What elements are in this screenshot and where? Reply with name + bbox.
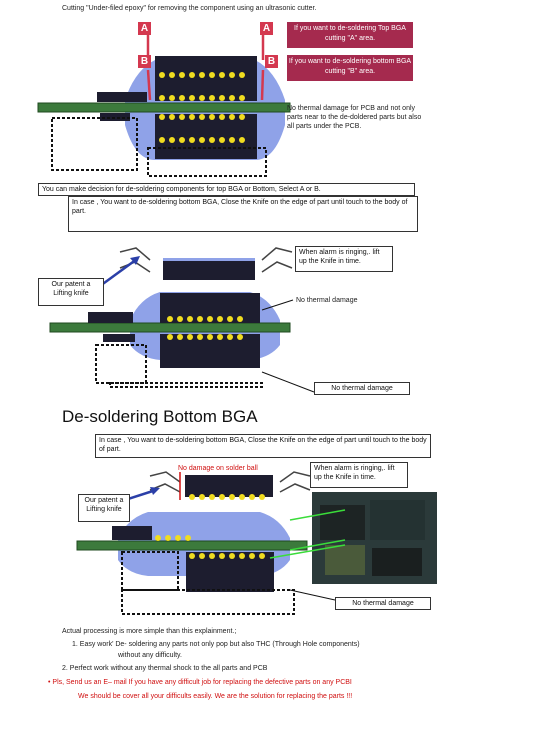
alarm-box-1: When alarm is ringing,. lift up the Knif…	[295, 246, 393, 272]
board-diagram-3	[76, 471, 437, 615]
footer-line-5: • Pls, Send us an E– mail If you have an…	[48, 679, 352, 686]
tag-b-right: B	[265, 55, 278, 68]
alarm-box-2: When alarm is ringing,. lift up the Knif…	[310, 462, 408, 488]
callout-bottom-b: If you want to de-soldering bottom BGA c…	[287, 55, 413, 81]
intro-text: Cutting "Under-filed epoxy" for removing…	[62, 5, 317, 12]
tag-a-right: A	[260, 22, 273, 35]
patent-box-2: Our patent a Lifting knife	[78, 494, 130, 522]
decision-box: You can make decision for de-soldering c…	[38, 183, 415, 196]
incase-box-2: In case , You want to de-soldering botto…	[95, 434, 431, 458]
board-diagram-2	[49, 247, 315, 393]
tag-a-left: A	[138, 22, 151, 35]
footer-line-3: without any difficulty.	[118, 652, 182, 659]
no-thermal-damage-box-2: No thermal damage	[335, 597, 431, 610]
footer-line-2: 1. Easy work' De- soldering any parts no…	[72, 641, 360, 648]
footer-line-1: Actual processing is more simple than th…	[62, 628, 237, 635]
no-thermal-damage-box-1: No thermal damage	[314, 382, 410, 395]
section-heading: De-soldering Bottom BGA	[62, 407, 258, 426]
board-diagram-1	[37, 32, 291, 177]
incase-box-1: In case , You want to de-soldering botto…	[68, 196, 418, 232]
callout-top-a: If you want to de-soldering Top BGA cutt…	[287, 22, 413, 48]
no-damage-solder-label: No damage on solder ball	[178, 465, 258, 472]
no-thermal-damage-1: No thermal damage	[296, 297, 358, 304]
tag-b-left: B	[138, 55, 151, 68]
footer-line-4: 2. Perfect work without any thermal shoc…	[62, 665, 268, 672]
no-damage-text: No thermal damage for PCB and not only p…	[287, 105, 422, 130]
patent-box-1: Our patent a Lifting knife	[38, 278, 104, 306]
footer-line-6: We should be cover all your difficults e…	[78, 693, 353, 700]
